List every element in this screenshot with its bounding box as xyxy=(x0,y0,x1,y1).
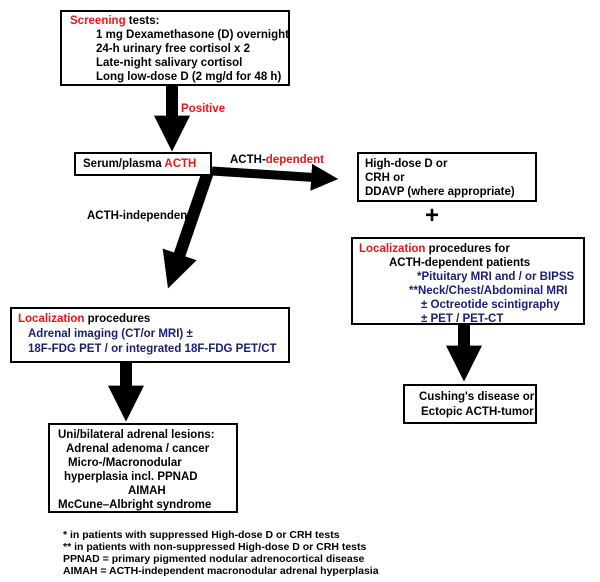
acth-independent-label: ACTH-independent xyxy=(87,210,192,222)
cushing-line-1: Cushing's disease or xyxy=(419,391,535,403)
loc-dependent-navy-3: ± Octreotide scintigraphy xyxy=(421,299,560,311)
loc-dependent-box: Localization procedures for ACTH-depende… xyxy=(351,237,585,325)
screening-line-2: 24-h urinary free cortisol x 2 xyxy=(96,43,251,55)
serum-acth-box: Serum/plasma ACTH xyxy=(74,152,212,176)
footnote-4: AIMAH = ACTH-independent macronodular ad… xyxy=(63,565,379,577)
screening-line-1: 1 mg Dexamethasone (D) overnight xyxy=(96,29,289,41)
screening-box: Screening tests: 1 mg Dexamethasone (D) … xyxy=(60,10,290,86)
loc-dependent-line-2: ACTH-dependent patients xyxy=(389,257,531,269)
loc-independent-navy-2: 18F-FDG PET / or integrated 18F-FDG PET/… xyxy=(28,343,277,355)
loc-dependent-navy-2: **Neck/Chest/Abdominal MRI xyxy=(409,285,568,297)
screening-line-4: Long low-dose D (2 mg/d for 48 h) xyxy=(96,71,282,83)
plus-sign: + xyxy=(425,202,440,229)
lesions-box: Uni/bilateral adrenal lesions: Adrenal a… xyxy=(48,423,238,513)
high-dose-line-3: DDAVP (where appropriate) xyxy=(365,186,515,198)
high-dose-line-1: High-dose D or xyxy=(365,158,448,170)
lesions-line-3: Micro-/Macronodular xyxy=(68,457,182,469)
positive-label: Positive xyxy=(181,103,226,115)
footnote-3: PPNAD = primary pigmented nodular adreno… xyxy=(63,553,365,565)
loc-independent-box: Localization procedures Adrenal imaging … xyxy=(10,307,290,363)
loc-dependent-navy-1: *Pituitary MRI and / or BIPSS xyxy=(417,271,575,283)
lesions-line-4: hyperplasia incl. PPNAD xyxy=(64,471,198,483)
footnote-2: ** in patients with non-suppressed High-… xyxy=(63,541,367,553)
high-dose-line-2: CRH or xyxy=(365,172,405,184)
lesions-line-1: Uni/bilateral adrenal lesions: xyxy=(58,429,215,441)
loc-dependent-navy-4: ± PET / PET-CT xyxy=(421,313,504,325)
screening-line-3: Late-night salivary cortisol xyxy=(96,57,243,69)
cushing-box: Cushing's disease or Ectopic ACTH-tumor xyxy=(403,384,537,424)
serum-acth-text: Serum/plasma ACTH xyxy=(83,158,197,170)
loc-dependent-title: Localization procedures for xyxy=(359,243,510,255)
cushing-line-2: Ectopic ACTH-tumor xyxy=(421,406,534,418)
lesions-line-5: AIMAH xyxy=(128,485,166,497)
acth-dependent-label: ACTH-dependent xyxy=(230,154,324,166)
arrow-serum-to-highdose xyxy=(211,163,339,191)
screening-title: Screening tests: xyxy=(70,15,160,27)
footnote-1: * in patients with suppressed High-dose … xyxy=(63,529,340,541)
loc-independent-navy-1: Adrenal imaging (CT/or MRI) ± xyxy=(28,328,193,340)
high-dose-box: High-dose D or CRH or DDAVP (where appro… xyxy=(357,152,537,202)
loc-independent-title: Localization procedures xyxy=(18,313,151,325)
lesions-line-6: McCune–Albright syndrome xyxy=(58,499,212,511)
lesions-line-2: Adrenal adenoma / cancer xyxy=(66,443,210,455)
arrow-serum-to-loc-independent xyxy=(162,170,214,289)
